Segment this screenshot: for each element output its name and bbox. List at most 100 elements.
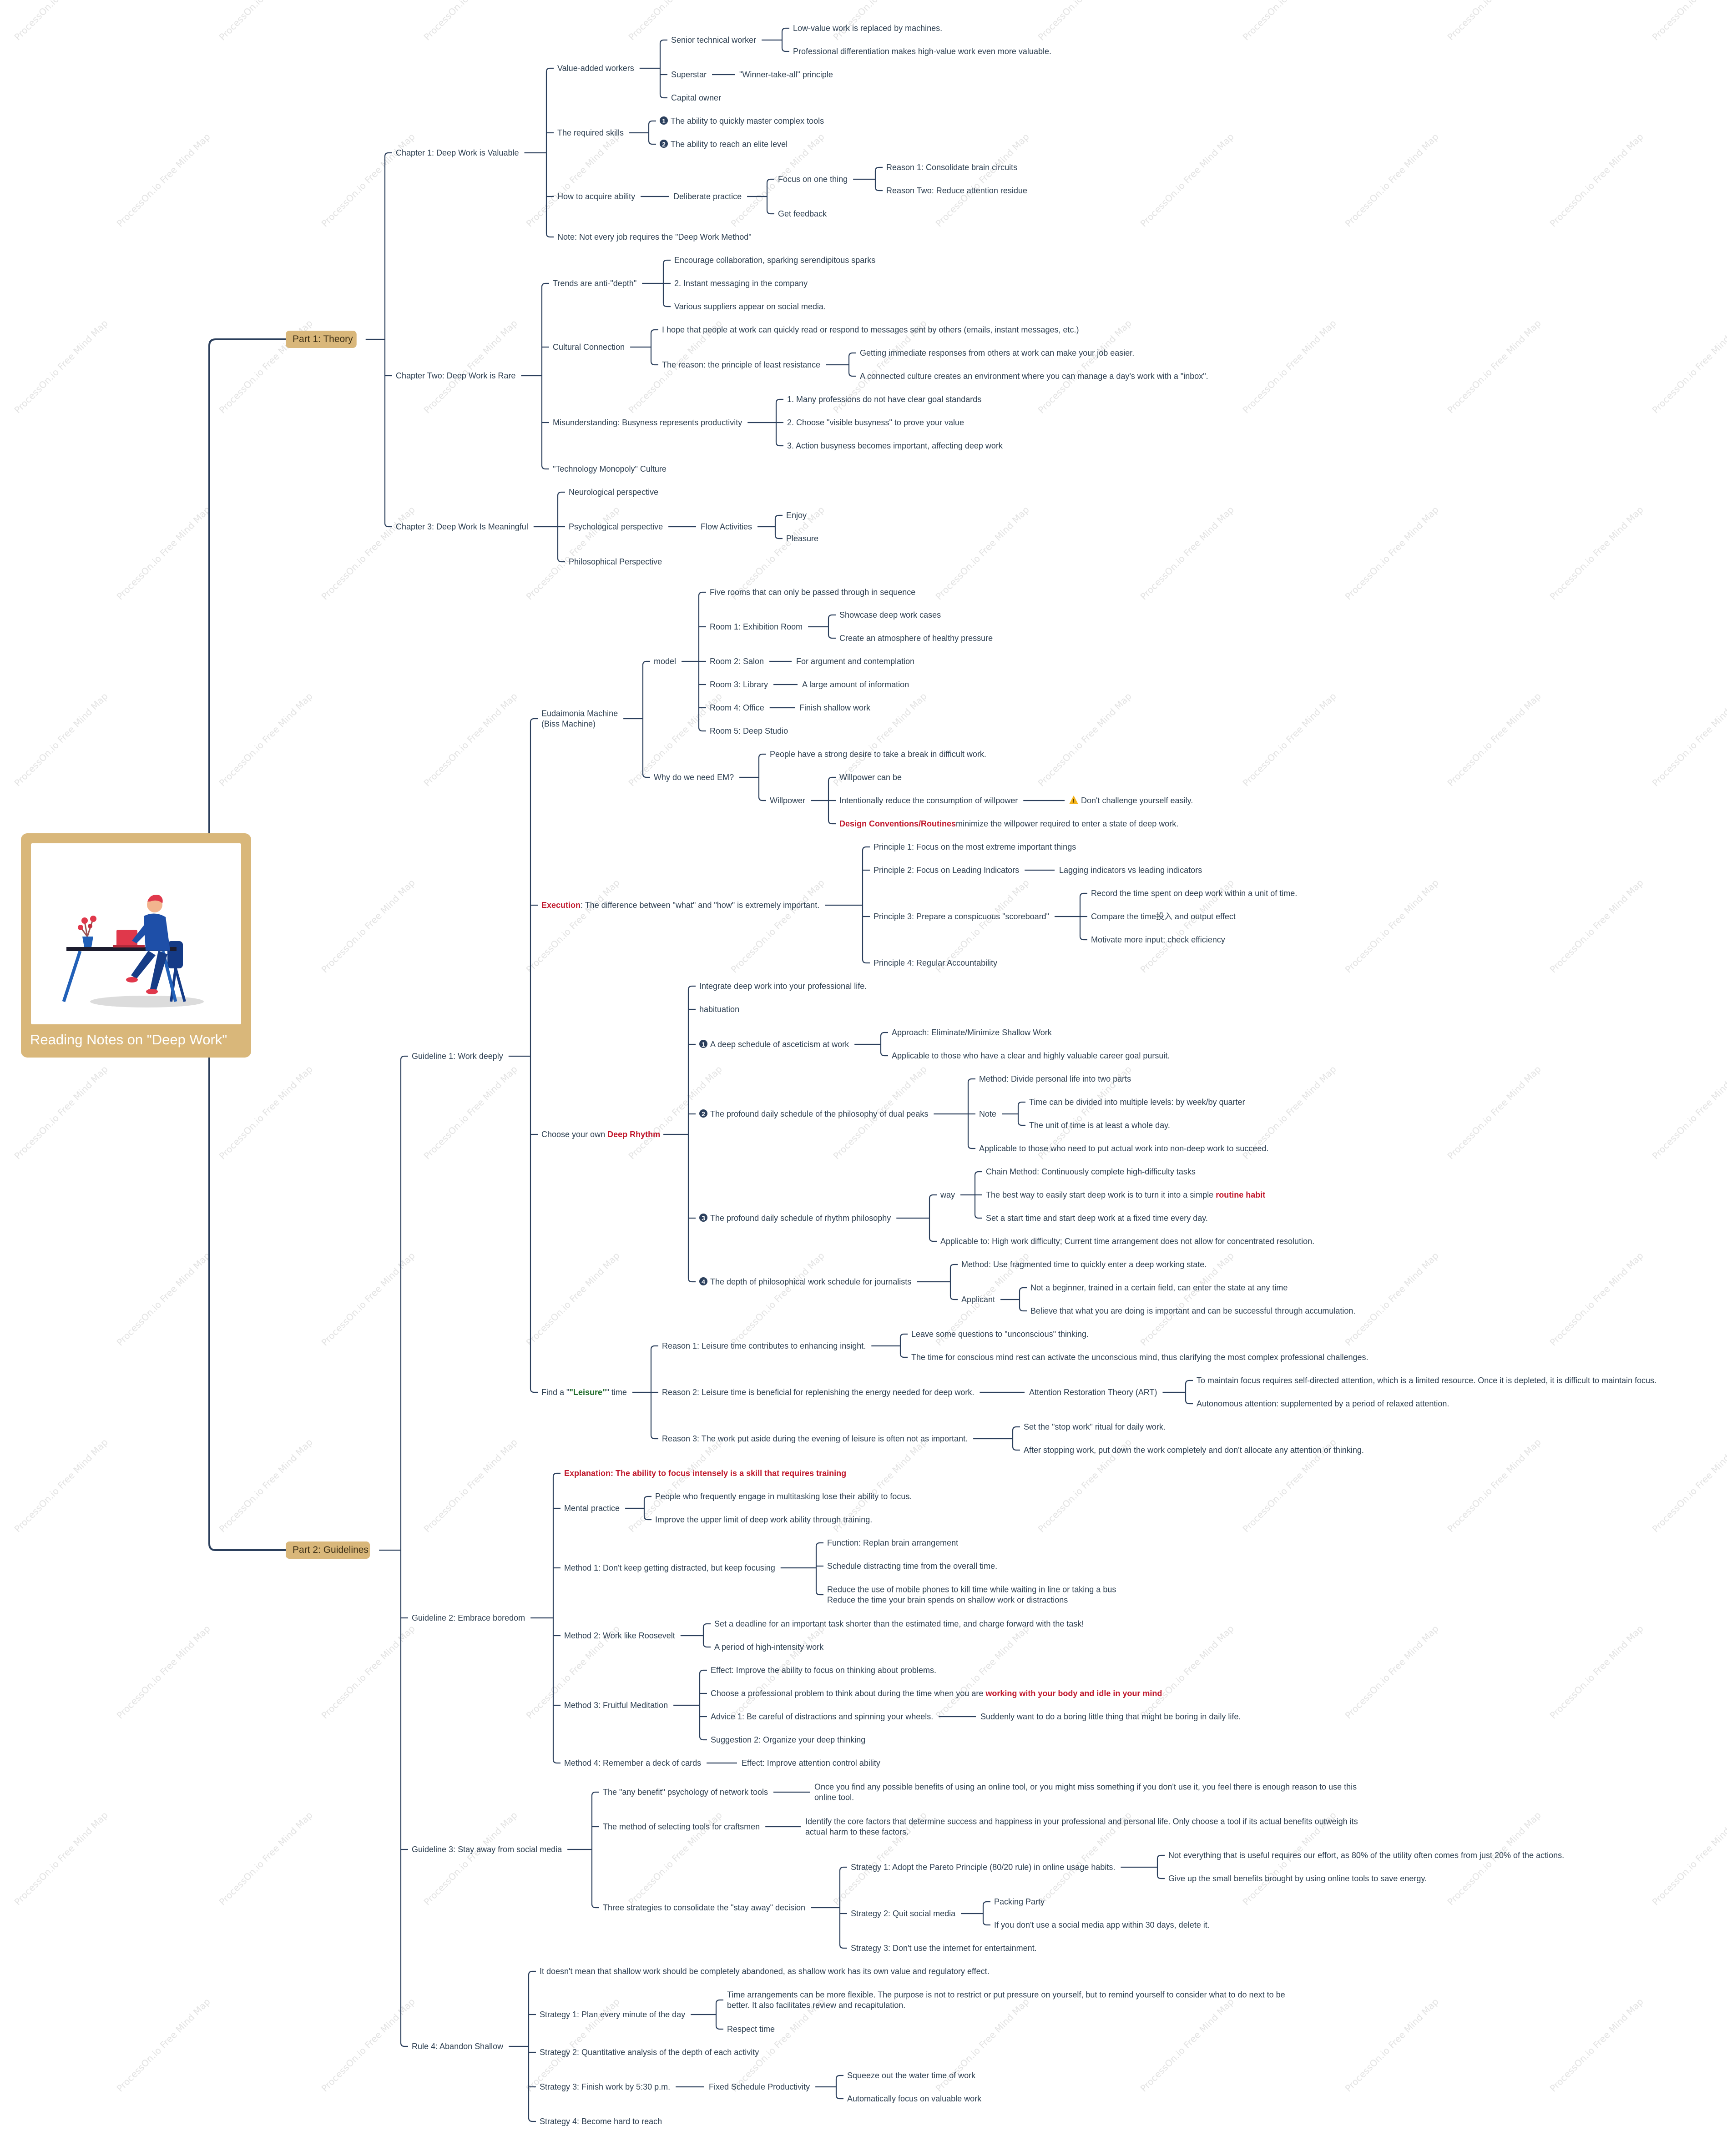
topic-c2c2[interactable]: 2. Choose "visible busyness" to prove yo… xyxy=(787,418,964,427)
topic-g1b3b[interactable]: Compare the time投入 and output effect xyxy=(1091,912,1236,921)
topic-c2a1[interactable]: Encourage collaboration, sparking serend… xyxy=(674,256,875,265)
topic-g2e3[interactable]: Advice 1: Be careful of distractions and… xyxy=(711,1712,933,1721)
topic-g1a2b[interactable]: Willpower xyxy=(770,796,805,805)
topic-c1b[interactable]: The required skills xyxy=(557,128,624,137)
topic-g4d[interactable]: Strategy 3: Finish work by 5:30 p.m. xyxy=(540,2082,670,2091)
topic-g3c2b[interactable]: If you don't use a social media app with… xyxy=(994,1920,1210,1929)
topic-c1a1a[interactable]: Low-value work is replaced by machines. xyxy=(793,24,942,33)
topic-c1a[interactable]: Value-added workers xyxy=(557,64,634,73)
topic-c2a3[interactable]: Various suppliers appear on social media… xyxy=(674,302,826,311)
topic-g3c1b[interactable]: Give up the small benefits brought by us… xyxy=(1168,1874,1427,1883)
topic-g1d3[interactable]: Reason 3: The work put aside during the … xyxy=(662,1434,968,1443)
topic-g3c3[interactable]: Strategy 3: Don't use the internet for e… xyxy=(851,1944,1037,1953)
topic-g1a2b3[interactable]: Design Conventions/Routinesminimize the … xyxy=(839,819,1178,828)
topic-g4d1a[interactable]: Squeeze out the water time of work xyxy=(847,2071,976,2080)
topic-c3c[interactable]: Philosophical Perspective xyxy=(569,557,662,566)
topic-g2c[interactable]: Method 1: Don't keep getting distracted,… xyxy=(564,1563,775,1572)
topic-g1a1e[interactable]: Room 4: Office xyxy=(710,703,764,712)
topic-g2b[interactable]: Mental practice xyxy=(564,1504,620,1513)
topic-g2f[interactable]: Method 4: Remember a deck of cards xyxy=(564,1758,701,1768)
topic-g1a1a[interactable]: Five rooms that can only be passed throu… xyxy=(710,588,915,597)
topic-g1c4b1[interactable]: Time can be divided into multiple levels… xyxy=(1029,1098,1245,1107)
topic-c2b2b[interactable]: A connected culture creates an environme… xyxy=(860,372,1208,381)
topic-c1c1b[interactable]: Get feedback xyxy=(778,209,827,218)
topic-g1c6b1[interactable]: Not a beginner, trained in a certain fie… xyxy=(1030,1283,1288,1292)
topic-g3c2[interactable]: Strategy 2: Quit social media xyxy=(851,1909,956,1918)
topic-g1a2[interactable]: Why do we need EM? xyxy=(654,773,734,782)
topic-c1a3[interactable]: Capital owner xyxy=(671,93,721,102)
topic-g1d2a[interactable]: Attention Restoration Theory (ART) xyxy=(1029,1388,1157,1397)
topic-g2b1[interactable]: People who frequently engage in multitas… xyxy=(655,1492,912,1501)
topic-c2b2[interactable]: The reason: the principle of least resis… xyxy=(662,360,820,369)
topic-c1d[interactable]: Note: Not every job requires the "Deep W… xyxy=(557,232,752,242)
topic-c3b1a[interactable]: Enjoy xyxy=(786,511,807,520)
topic-g2e2[interactable]: Choose a professional problem to think a… xyxy=(711,1689,1162,1698)
topic-g2[interactable]: Guideline 2: Embrace boredom xyxy=(412,1613,525,1622)
topic-g1d1[interactable]: Reason 1: Leisure time contributes to en… xyxy=(662,1341,866,1350)
topic-c3b[interactable]: Psychological perspective xyxy=(569,522,663,531)
topic-g3b[interactable]: The method of selecting tools for crafts… xyxy=(603,1822,760,1831)
topic-g1b[interactable]: Execution: The difference between "what"… xyxy=(541,901,819,910)
topic-g4b2[interactable]: Respect time xyxy=(727,2025,775,2034)
topic-g1c5a2[interactable]: The best way to easily start deep work i… xyxy=(986,1190,1265,1199)
topic-g2b2[interactable]: Improve the upper limit of deep work abi… xyxy=(655,1515,872,1524)
topic-p2[interactable]: Part 2: Guidelines xyxy=(286,1541,370,1559)
topic-g1c6b2[interactable]: Believe that what you are doing is impor… xyxy=(1030,1306,1355,1315)
topic-c2c1[interactable]: 1. Many professions do not have clear go… xyxy=(787,395,981,404)
topic-c2a[interactable]: Trends are anti-"depth" xyxy=(553,279,636,288)
topic-g1a1d1[interactable]: A large amount of information xyxy=(802,680,909,689)
topic-g4e[interactable]: Strategy 4: Become hard to reach xyxy=(540,2117,662,2126)
topic-g1d1a[interactable]: Leave some questions to "unconscious" th… xyxy=(911,1330,1089,1339)
topic-g1b3c[interactable]: Motivate more input; check efficiency xyxy=(1091,935,1225,944)
topic-g1b1[interactable]: Principle 1: Focus on the most extreme i… xyxy=(874,842,1076,851)
topic-c2d[interactable]: "Technology Monopoly" Culture xyxy=(553,464,667,474)
topic-g2e1[interactable]: Effect: Improve the ability to focus on … xyxy=(711,1666,936,1675)
topic-c2b1[interactable]: I hope that people at work can quickly r… xyxy=(662,325,1079,334)
topic-g2c2[interactable]: Schedule distracting time from the overa… xyxy=(827,1562,997,1571)
topic-c2[interactable]: Chapter Two: Deep Work is Rare xyxy=(396,371,515,380)
topic-g1c4c[interactable]: Applicable to those who need to put actu… xyxy=(979,1144,1268,1153)
topic-g1[interactable]: Guideline 1: Work deeply xyxy=(412,1052,503,1061)
topic-c3[interactable]: Chapter 3: Deep Work Is Meaningful xyxy=(396,522,528,531)
topic-g1b3a[interactable]: Record the time spent on deep work withi… xyxy=(1091,889,1297,898)
topic-g1a1b1[interactable]: Showcase deep work cases xyxy=(839,610,941,620)
topic-g3a[interactable]: The "any benefit" psychology of network … xyxy=(603,1788,768,1797)
topic-g1a1e1[interactable]: Finish shallow work xyxy=(799,703,871,712)
topic-c2c[interactable]: Misunderstanding: Busyness represents pr… xyxy=(553,418,742,427)
topic-g4d1[interactable]: Fixed Schedule Productivity xyxy=(709,2082,810,2091)
topic-g2d2[interactable]: A period of high-intensity work xyxy=(714,1642,824,1652)
topic-g1c5a[interactable]: way xyxy=(940,1190,955,1199)
topic-c1c1a2[interactable]: Reason Two: Reduce attention residue xyxy=(886,186,1027,195)
topic-p1[interactable]: Part 1: Theory xyxy=(286,331,357,348)
topic-g1a1c1[interactable]: For argument and contemplation xyxy=(796,657,914,666)
topic-g1a1b[interactable]: Room 1: Exhibition Room xyxy=(710,622,803,631)
topic-g1a2b2[interactable]: Intentionally reduce the consumption of … xyxy=(839,796,1018,805)
topic-g1c6a[interactable]: Method: Use fragmented time to quickly e… xyxy=(961,1260,1207,1269)
topic-g1a1[interactable]: model xyxy=(654,657,676,666)
topic-c1a2[interactable]: Superstar xyxy=(671,70,707,79)
topic-c1a1b[interactable]: Professional differentiation makes high-… xyxy=(793,47,1051,56)
topic-g1c6b[interactable]: Applicant xyxy=(961,1295,995,1304)
topic-g3[interactable]: Guideline 3: Stay away from social media xyxy=(412,1845,562,1854)
topic-g1a[interactable]: Eudaimonia Machine(Biss Machine) xyxy=(541,709,618,729)
topic-g1b2[interactable]: Principle 2: Focus on Leading Indicators xyxy=(874,866,1019,875)
topic-c1c1a1[interactable]: Reason 1: Consolidate brain circuits xyxy=(886,163,1017,172)
topic-g2e[interactable]: Method 3: Fruitful Meditation xyxy=(564,1701,668,1710)
topic-g1a1c[interactable]: Room 2: Salon xyxy=(710,657,764,666)
topic-c2b2a[interactable]: Getting immediate responses from others … xyxy=(860,348,1134,358)
topic-g1a1d[interactable]: Room 3: Library xyxy=(710,680,768,689)
topic-c1[interactable]: Chapter 1: Deep Work is Valuable xyxy=(396,148,519,157)
topic-g3c2a[interactable]: Packing Party xyxy=(994,1897,1045,1906)
topic-c1c1a[interactable]: Focus on one thing xyxy=(778,175,848,184)
topic-g1d1b[interactable]: The time for conscious mind rest can act… xyxy=(911,1353,1368,1362)
topic-g1d3a[interactable]: Set the "stop work" ritual for daily wor… xyxy=(1024,1422,1166,1431)
topic-g4[interactable]: Rule 4: Abandon Shallow xyxy=(412,2042,504,2051)
topic-g3a1[interactable]: Once you find any possible benefits of u… xyxy=(814,1783,1357,1802)
topic-g1a2b2a[interactable]: !Don't challenge yourself easily. xyxy=(1069,796,1193,805)
topic-g2a[interactable]: Explanation: The ability to focus intens… xyxy=(564,1469,846,1478)
topic-c2b[interactable]: Cultural Connection xyxy=(553,343,625,352)
